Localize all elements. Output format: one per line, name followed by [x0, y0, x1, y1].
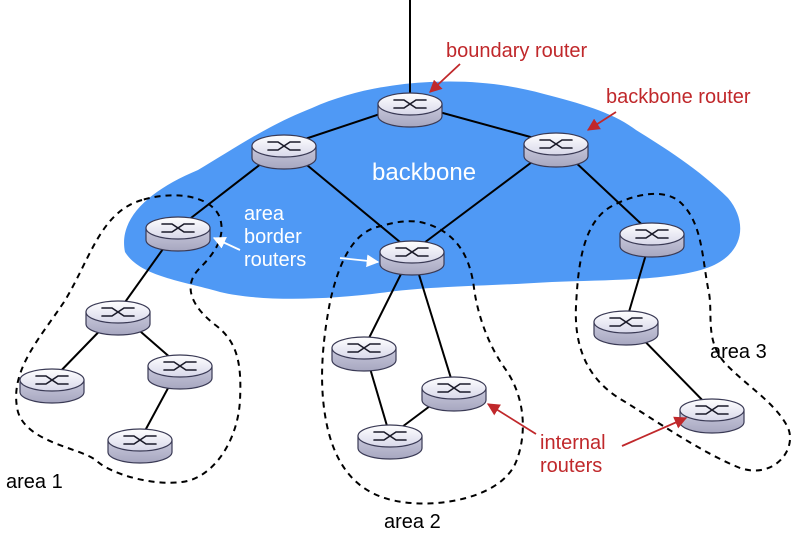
area-border-routers-label-line1: area	[244, 203, 285, 225]
router-icon	[163, 361, 197, 371]
router-area2-internal-2	[421, 376, 487, 412]
router-icon	[635, 229, 669, 239]
router-area1-internal-4	[107, 428, 173, 464]
internal-routers-arrow-area2	[486, 403, 537, 435]
router-icon	[393, 99, 427, 109]
router-area2-internal-3	[357, 424, 423, 460]
router-area1-internal-1	[85, 300, 151, 336]
router-icon	[35, 375, 69, 385]
internal-routers-label-line2: routers	[540, 455, 602, 477]
router-boundary	[377, 92, 443, 128]
area-border-arrow-right	[339, 254, 380, 268]
router-icon	[347, 343, 381, 353]
router-area2-internal-1	[331, 336, 397, 372]
router-area3-internal-2	[679, 398, 745, 434]
area-2-label: area 2	[384, 511, 441, 533]
area-3-label: area 3	[710, 341, 767, 363]
boundary-router-arrow	[429, 63, 461, 93]
router-area1-internal-3	[147, 354, 213, 390]
router-icon	[161, 223, 195, 233]
area-border-routers-label-line3: routers	[244, 249, 306, 271]
router-area3-internal-1	[593, 310, 659, 346]
area-2-outline	[321, 220, 524, 505]
router-backbone-left	[251, 134, 317, 170]
backbone-label: backbone	[372, 159, 476, 186]
router-icon	[267, 141, 301, 151]
routers	[19, 92, 745, 464]
router-area-border-3	[619, 222, 685, 258]
area-1-label: area 1	[6, 471, 63, 493]
router-icon	[123, 435, 157, 445]
router-icon	[373, 431, 407, 441]
router-icon	[395, 247, 429, 257]
router-area-border-2	[379, 240, 445, 276]
router-icon	[695, 405, 729, 415]
internal-routers-label-line1: internal	[540, 432, 606, 454]
area-border-routers-label-line2: border	[244, 226, 302, 248]
backbone-router-label: backbone router	[606, 86, 751, 108]
router-area1-internal-2	[19, 368, 85, 404]
router-backbone-right	[523, 132, 589, 168]
router-icon	[539, 139, 573, 149]
router-icon	[609, 317, 643, 327]
area-border-arrow-left	[212, 237, 241, 251]
router-area-border-1	[145, 216, 211, 252]
boundary-router-label: boundary router	[446, 40, 588, 62]
area-1-outline	[15, 194, 242, 484]
backbone-router-arrow	[586, 111, 617, 131]
router-icon	[437, 383, 471, 393]
internal-routers-arrow-area3	[621, 416, 688, 447]
router-icon	[101, 307, 135, 317]
